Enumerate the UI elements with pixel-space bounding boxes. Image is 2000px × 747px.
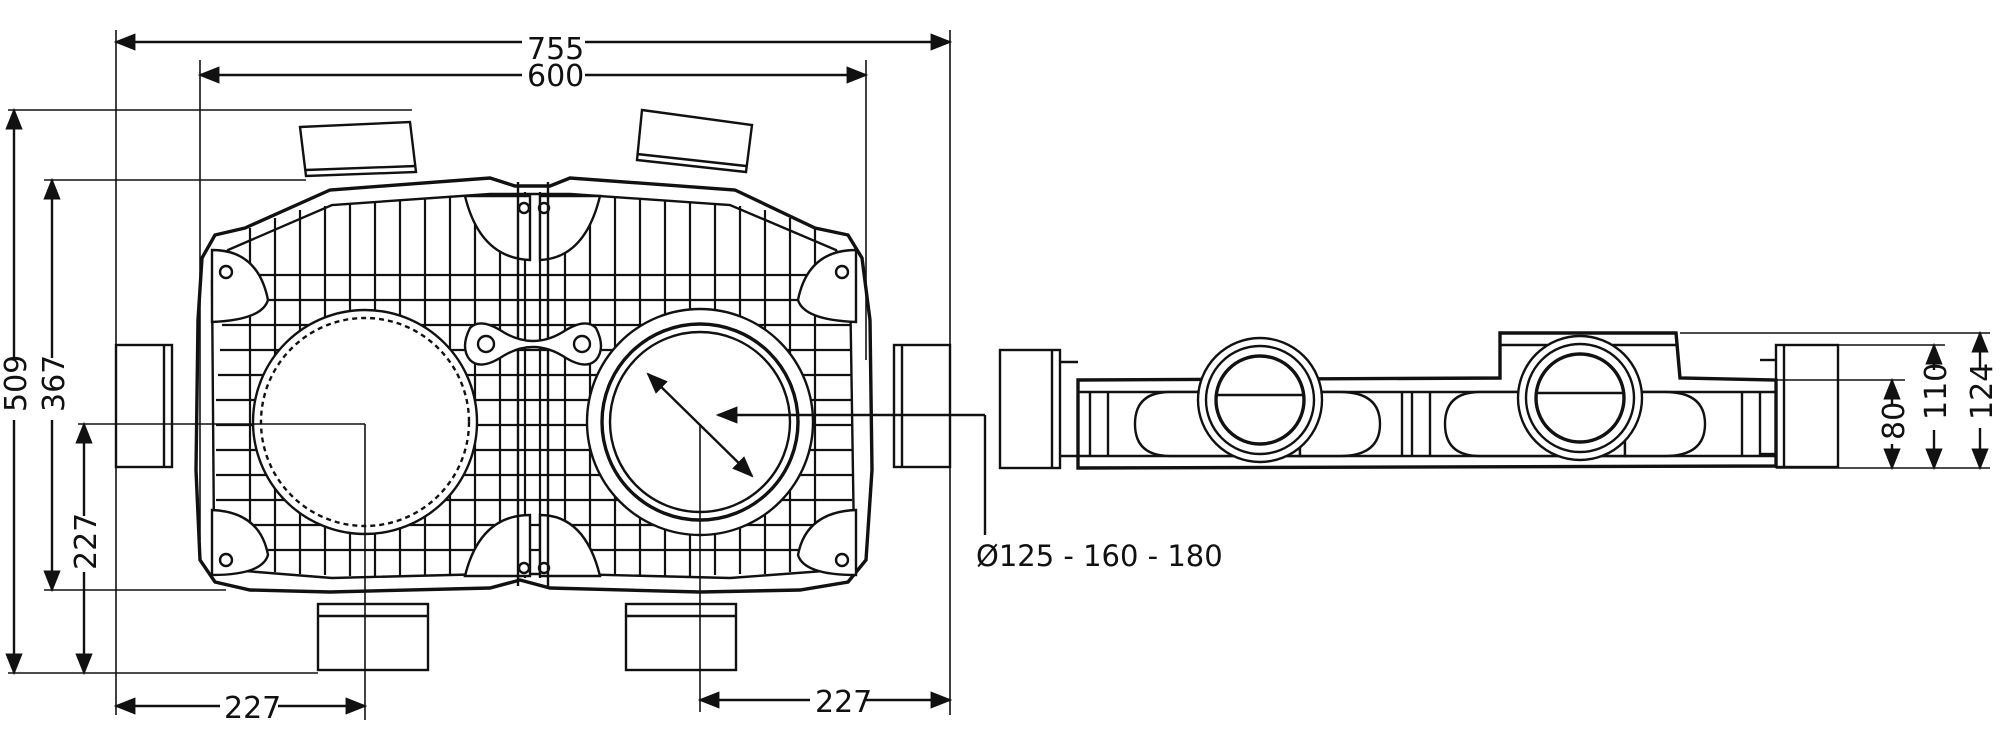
top-view: Ø125 - 160 - 180 755 600 227 2 <box>0 30 1223 726</box>
duct-diameter-callout: Ø125 - 160 - 180 <box>976 539 1223 573</box>
side-ribs <box>1088 392 1762 456</box>
side-right-spigot <box>1774 343 1840 469</box>
dim-side-height-mid-label: 110 <box>1919 363 1954 420</box>
side-view: 124 110 80 <box>998 330 2000 471</box>
dim-overall-height <box>5 107 412 676</box>
dim-lower-height-label: 227 <box>69 513 104 570</box>
side-body-outline <box>1076 331 1778 470</box>
dim-overall-height-label: 509 <box>0 355 34 412</box>
dim-inner-height <box>43 177 306 593</box>
diameter-leader <box>715 406 987 535</box>
dim-side-height-inner-label: 80 <box>1877 402 1912 440</box>
corner-bosses <box>210 194 858 578</box>
dim-overall-width-label: 755 <box>527 32 584 67</box>
dim-right-offset-label: 227 <box>815 685 872 720</box>
centre-seam <box>463 182 603 586</box>
dim-left-offset-label: 227 <box>224 691 281 726</box>
dim-inner-height-label: 367 <box>37 355 72 412</box>
side-left-spigot <box>998 348 1062 470</box>
top-spigots <box>298 108 754 178</box>
dim-side-height-total-label: 124 <box>1965 363 2000 420</box>
dim-inner-width-label: 600 <box>527 59 584 94</box>
dim-inner-width <box>197 60 869 540</box>
dim-overall-width <box>113 30 953 715</box>
side-spigots <box>114 343 952 469</box>
bottom-spigots <box>316 602 738 672</box>
side-duct-outlets <box>1196 334 1644 464</box>
